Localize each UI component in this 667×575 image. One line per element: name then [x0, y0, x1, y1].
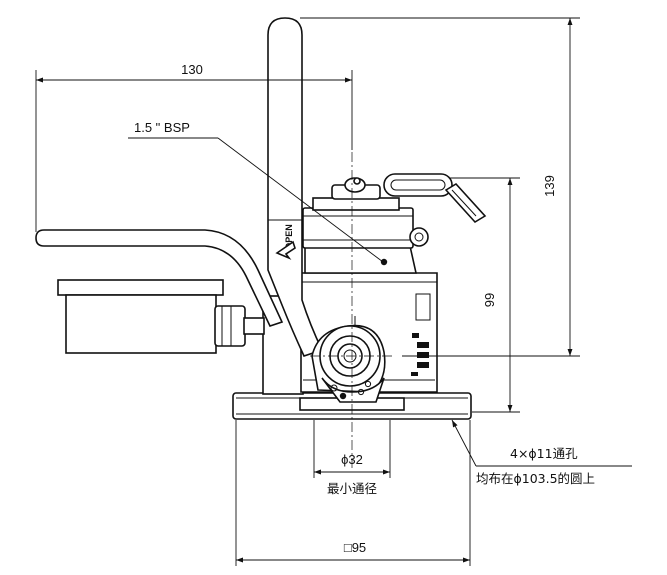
dim-label-130: 130: [181, 62, 203, 77]
upper-cylinder: [302, 177, 429, 274]
body-scale-marks: [411, 293, 431, 376]
dimension-handle-span: 130: [35, 62, 353, 232]
dimension-bore: ϕ32 最小通径: [313, 420, 391, 496]
bolt-hole-callout: 4×ϕ11通孔 均布在ϕ103.5的圆上: [451, 419, 632, 486]
chain: [383, 173, 487, 224]
open-label: OPEN: [284, 224, 294, 250]
dimension-flange-square: □95: [235, 420, 471, 566]
thread-callout: 1.5 " BSP: [128, 120, 388, 266]
dim-label-95: □95: [344, 540, 366, 555]
dimension-total-height: 139: [300, 17, 580, 357]
dim-label-bore: ϕ32: [341, 452, 363, 467]
bore-caption: 最小通径: [327, 481, 377, 496]
thread-label: 1.5 " BSP: [134, 120, 190, 135]
bolt-holes-line2: 均布在ϕ103.5的圆上: [476, 471, 595, 486]
open-arrow-icon: [275, 240, 296, 260]
handle: OPEN: [35, 17, 324, 357]
front-port: [311, 316, 386, 403]
dimension-mid-height: 99: [450, 177, 520, 413]
dim-label-139: 139: [542, 175, 557, 197]
dim-label-99: 99: [482, 293, 497, 307]
side-housing: [57, 279, 265, 354]
bolt-holes-line1: 4×ϕ11通孔: [510, 446, 578, 461]
